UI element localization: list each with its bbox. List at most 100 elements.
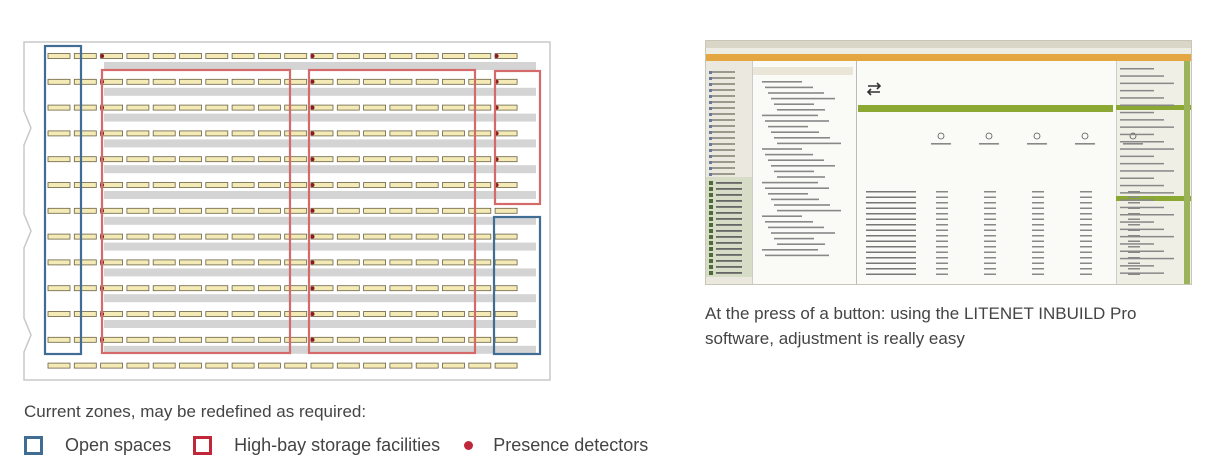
luminaire — [73, 156, 97, 163]
luminaire — [205, 207, 229, 214]
sw-table-cell — [984, 257, 996, 259]
sw-column-icon — [1033, 132, 1041, 140]
luminaire — [442, 130, 465, 137]
luminaire — [73, 311, 97, 317]
luminaire — [205, 104, 229, 111]
luminaire — [389, 104, 413, 111]
presence-detector — [100, 54, 105, 58]
sw-property-line — [1120, 89, 1154, 92]
luminaire — [363, 233, 387, 240]
presence-detector — [310, 79, 315, 84]
luminaire — [231, 285, 255, 292]
sw-table-cell — [936, 207, 948, 209]
sw-nav-lower-item — [716, 194, 742, 196]
sw-table-cell — [984, 262, 996, 264]
luminaire — [389, 53, 413, 59]
sw-property-line — [1120, 141, 1164, 143]
sw-nav-item — [709, 137, 735, 139]
luminaire — [284, 104, 308, 111]
sw-properties-header-1 — [1116, 105, 1191, 110]
luminaire — [415, 104, 439, 111]
luminaire — [152, 336, 176, 343]
sw-table-cell — [936, 218, 948, 220]
sw-nav-item — [709, 77, 735, 79]
sw-property-line — [1120, 82, 1174, 85]
luminaire — [73, 233, 97, 240]
luminaire — [468, 336, 492, 343]
sw-nav-lower-icon — [709, 259, 713, 263]
luminaire — [336, 285, 360, 292]
luminaire — [415, 78, 439, 85]
shelf-row — [104, 165, 536, 174]
luminaire — [284, 130, 308, 137]
luminaire — [126, 336, 150, 343]
luminaire — [126, 259, 150, 266]
sw-table-cell — [936, 191, 948, 193]
sw-property-line — [1120, 133, 1154, 136]
luminaire — [205, 182, 229, 188]
sw-tree-node — [777, 176, 825, 178]
sw-table-cell — [984, 240, 996, 242]
sw-table-cell — [984, 251, 996, 253]
sw-table-cell — [866, 251, 916, 253]
luminaire — [47, 207, 71, 214]
luminaire — [152, 53, 176, 59]
sw-table-cell — [1080, 257, 1092, 259]
luminaire — [47, 336, 71, 343]
luminaire — [442, 78, 465, 85]
sw-table-cell — [866, 218, 916, 220]
luminaire — [389, 182, 413, 188]
luminaire — [468, 259, 492, 266]
luminaire — [47, 311, 71, 317]
luminaire — [336, 130, 360, 137]
sw-nav-item-icon — [709, 95, 712, 98]
sw-tree-node — [777, 209, 841, 212]
sw-table-cell — [1032, 218, 1044, 220]
luminaire — [363, 130, 387, 137]
luminaire — [494, 285, 518, 292]
luminaire — [284, 233, 308, 240]
sw-table-cell — [936, 235, 948, 237]
sw-table-cell — [1128, 207, 1140, 209]
sw-table-cell — [1080, 240, 1092, 242]
sw-table-cell — [1032, 202, 1044, 204]
shelf-row — [104, 113, 536, 122]
presence-detector — [310, 157, 315, 162]
sw-table-cell — [1080, 235, 1092, 237]
sw-property-line — [1120, 206, 1164, 209]
sw-table-cell — [936, 196, 948, 198]
sw-nav-item — [709, 83, 735, 85]
sw-table-cell — [866, 257, 916, 259]
sw-table-cell — [1080, 191, 1092, 193]
sw-table-cell — [1080, 229, 1092, 231]
luminaire — [152, 311, 176, 317]
sw-table-cell — [1128, 262, 1140, 264]
luminaire — [47, 130, 71, 137]
sw-nav-item — [709, 143, 735, 145]
software-caption: At the press of a button: using the LITE… — [705, 304, 1137, 348]
sw-nav-lower-icon — [709, 235, 713, 239]
detector-dot-icon — [464, 440, 474, 450]
luminaire — [336, 156, 360, 163]
sw-table-cell — [936, 257, 948, 259]
sw-table-cell — [1128, 235, 1140, 237]
sw-table-cell — [866, 246, 916, 248]
legend-storage: High-bay storage facilities — [234, 434, 441, 455]
presence-detector — [310, 234, 315, 239]
luminaire — [389, 130, 413, 137]
sw-menu-bar — [706, 48, 1191, 54]
luminaire — [231, 53, 255, 59]
luminaire — [231, 336, 255, 343]
sw-table-cell — [1128, 202, 1140, 204]
sw-table-cell — [984, 207, 996, 209]
luminaire — [205, 233, 229, 240]
legend-caption: Current zones, may be redefined as requi… — [24, 402, 367, 421]
sw-column-icon — [1081, 132, 1089, 140]
sw-table-cell — [1128, 251, 1140, 253]
sw-nav-item — [709, 101, 735, 103]
sw-nav-item-icon — [709, 125, 712, 128]
sw-property-line — [1120, 119, 1164, 121]
luminaire — [126, 233, 150, 240]
floor-plan — [23, 41, 551, 381]
sw-nav-lower-icon — [709, 265, 713, 269]
